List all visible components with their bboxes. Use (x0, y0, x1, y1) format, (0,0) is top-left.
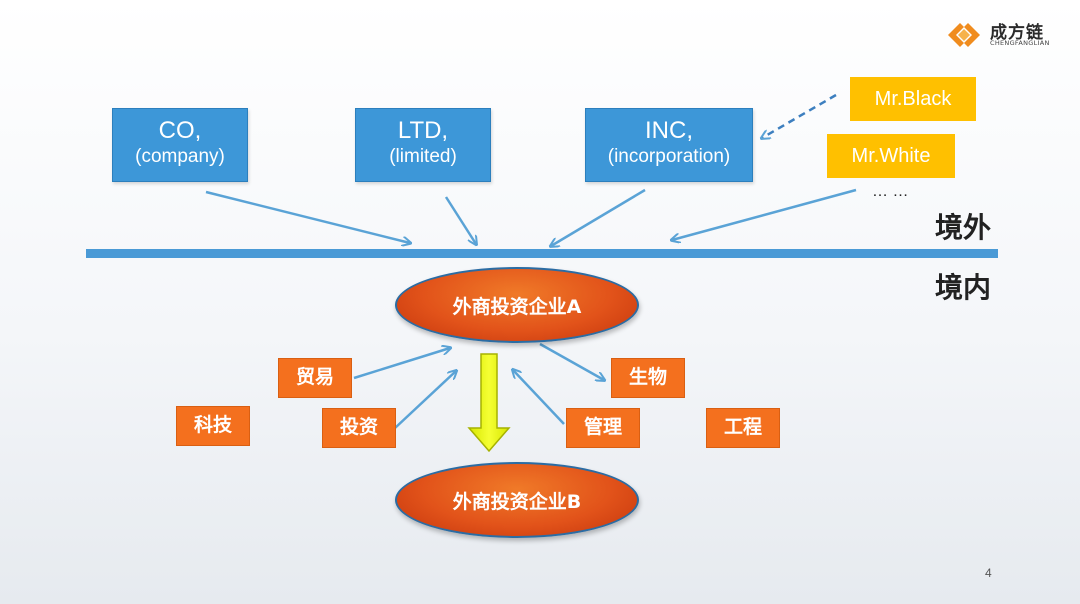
arrow-co-to-border (205, 190, 410, 243)
entity-ltd-subtitle: (limited) (389, 146, 457, 167)
arrow-trade-to-fie-a (353, 348, 450, 380)
arrow-management-to-fie-a (513, 370, 565, 425)
down-arrow-a-to-b (467, 353, 511, 453)
arrow-fie-a-to-biology (539, 342, 604, 380)
arrow-inc-to-border (551, 188, 646, 246)
arrow-individuals-to-border (672, 188, 857, 240)
entity-inc-title: INC, (645, 117, 693, 144)
entity-inc-box: INC, (incorporation) (585, 108, 753, 182)
entity-ltd-title: LTD, (397, 117, 449, 144)
region-onshore-label: 境内 (935, 271, 992, 304)
industry-trade: 贸易 (278, 358, 352, 398)
entity-ltd-box: LTD, (limited) (355, 108, 491, 182)
fie-b-node: 外商投资企业B (395, 462, 639, 538)
company-logo: 成方链 CHENGFANGLIAN (944, 18, 1062, 52)
entity-co-box: CO, (company) (112, 108, 248, 182)
logo-title: 成方链 (990, 23, 1044, 43)
entity-co-title: CO, (158, 117, 202, 144)
region-offshore-label: 境外 (935, 211, 992, 244)
border-divider (86, 249, 998, 258)
industry-engineering: 工程 (706, 408, 780, 448)
industry-biology: 生物 (611, 358, 685, 398)
logo-subtitle: CHENGFANGLIAN (990, 39, 1050, 47)
logo-diamond-icon (948, 23, 980, 47)
industry-management: 管理 (566, 408, 640, 448)
entity-inc-subtitle: (incorporation) (607, 146, 731, 167)
individual-mr-white: Mr.White (827, 134, 955, 178)
arrow-ltd-to-border (444, 196, 476, 244)
industry-investment: 投资 (322, 408, 396, 448)
arrow-mrblack-to-inc (762, 93, 837, 138)
entity-co-subtitle: (company) (135, 146, 225, 167)
individual-mr-black: Mr.Black (850, 77, 976, 121)
page-number: 4 (985, 566, 992, 580)
individuals-more: … … (872, 183, 909, 200)
industry-tech: 科技 (176, 406, 250, 446)
fie-a-node: 外商投资企业A (395, 267, 639, 343)
arrow-investment-to-fie-a (394, 371, 456, 429)
